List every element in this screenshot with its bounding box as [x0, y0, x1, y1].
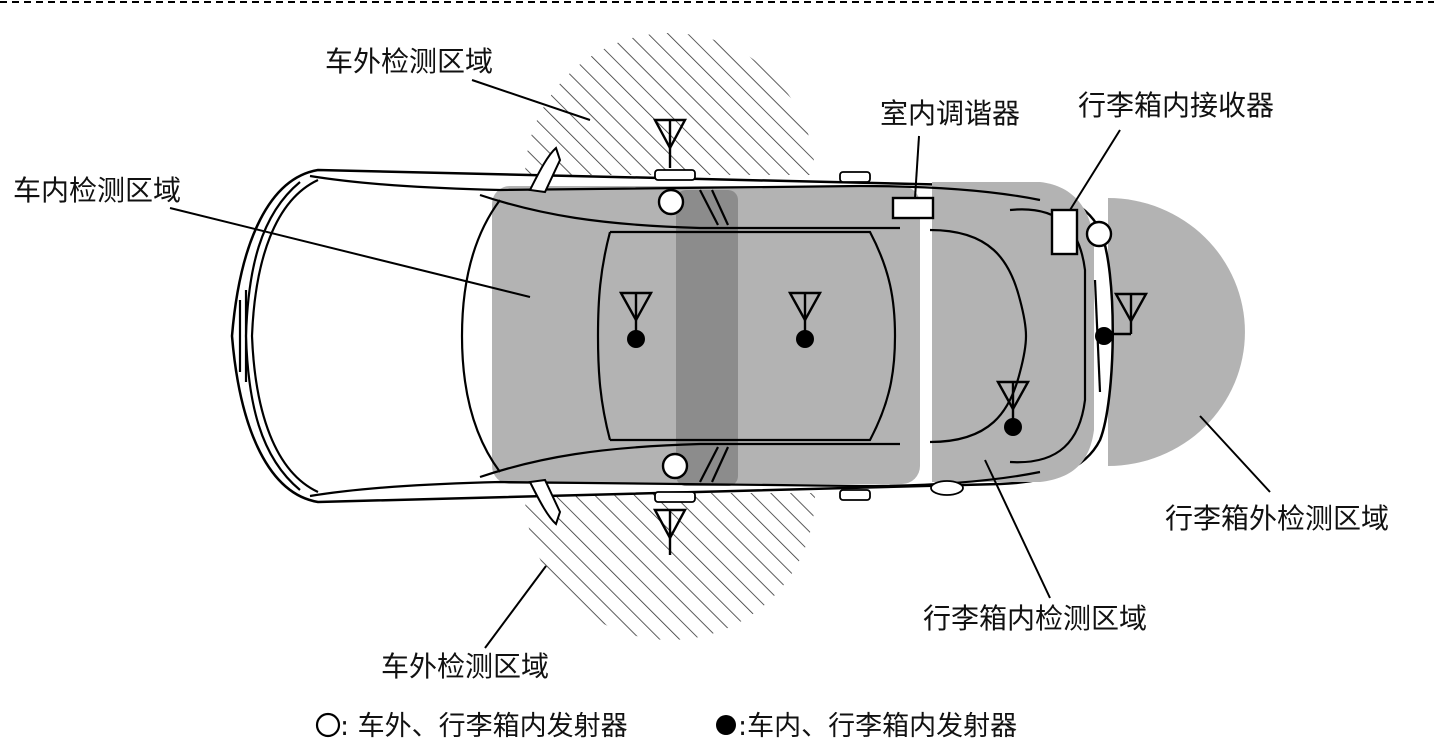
- door-handle-bottom-front: [655, 492, 695, 502]
- legend-open-circle-text: : 车外、行李箱内发射器: [340, 711, 628, 742]
- label-trunk-receiver: 行李箱内接收器: [1078, 89, 1274, 122]
- open-circle-transmitter-icon: [317, 714, 339, 736]
- indoor-tuner-box: [893, 198, 933, 218]
- open-circle-transmitter-icon: [1087, 222, 1111, 246]
- legend-filled-circle-text: :车内、行李箱内发射器: [738, 711, 1017, 742]
- label-trunk-interior-zone: 行李箱内检测区域: [923, 602, 1147, 635]
- door-handle-top-rear: [840, 172, 870, 182]
- open-circle-transmitter-icon: [659, 190, 683, 214]
- fuel-cap: [931, 481, 963, 495]
- label-exterior-zone-bottom: 车外检测区域: [381, 650, 549, 683]
- label-interior-zone: 车内检测区域: [13, 174, 181, 207]
- label-indoor-tuner: 室内调谐器: [880, 97, 1020, 130]
- filled-circle-transmitter-icon: [627, 330, 645, 348]
- door-handle-top-front: [655, 170, 695, 180]
- filled-circle-transmitter-icon: [796, 330, 814, 348]
- filled-circle-transmitter-icon: [1095, 327, 1113, 345]
- label-exterior-zone-top: 车外检测区域: [325, 45, 493, 78]
- filled-circle-transmitter-icon: [716, 715, 736, 735]
- open-circle-transmitter-icon: [663, 454, 687, 478]
- legend: : 车外、行李箱内发射器 :车内、行李箱内发射器: [317, 711, 1017, 742]
- trunk-exterior-zone: [1108, 198, 1245, 466]
- label-trunk-exterior-zone: 行李箱外检测区域: [1165, 502, 1389, 535]
- overlap-zone: [676, 190, 738, 486]
- trunk-receiver-box: [1052, 210, 1077, 254]
- door-handle-bottom-rear: [840, 490, 870, 500]
- filled-circle-transmitter-icon: [1004, 418, 1022, 436]
